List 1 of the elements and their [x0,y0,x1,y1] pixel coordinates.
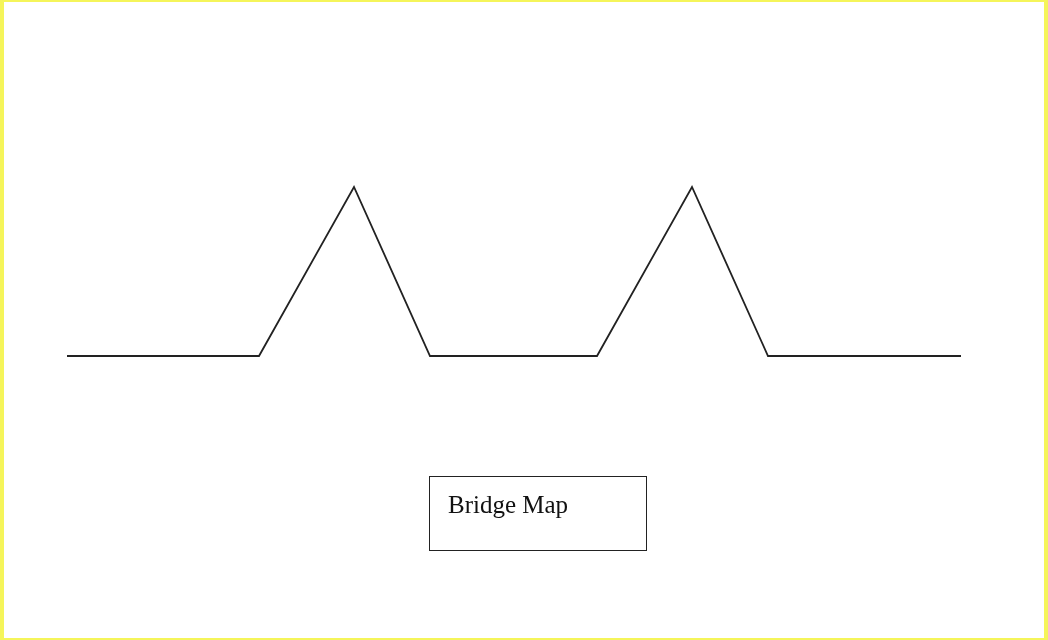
title-box: Bridge Map [429,476,647,551]
